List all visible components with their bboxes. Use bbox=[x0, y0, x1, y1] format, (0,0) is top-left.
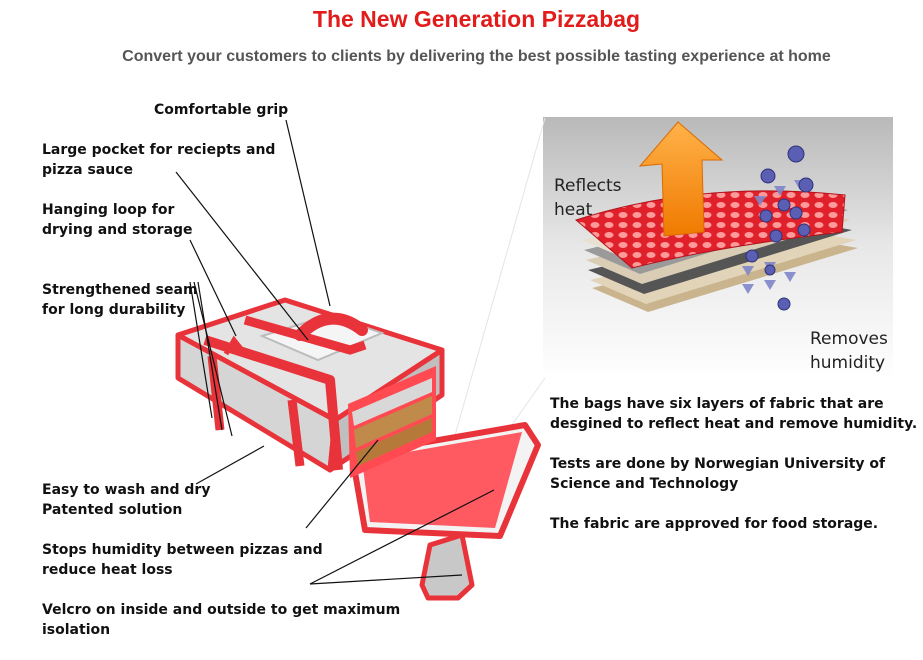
leader-line-grip bbox=[285, 119, 331, 307]
leader-line-wash bbox=[195, 445, 265, 485]
description-layers: The bags have six layers of fabric that … bbox=[550, 396, 918, 432]
leader-line-seam bbox=[197, 281, 223, 431]
description-food-approval: The fabric are approved for food storage… bbox=[550, 516, 879, 532]
leader-line-velcro bbox=[309, 489, 495, 585]
inset-removes-line1: Removes bbox=[810, 329, 888, 349]
callout-hanging-loop: Hanging loop for drying and storage bbox=[42, 202, 193, 238]
fabric-layers-inset: Reflects heat Removes humidity bbox=[543, 117, 893, 380]
callout-stops-humidity: Stops humidity between pizzas and reduce… bbox=[42, 542, 323, 578]
leader-line-humidity bbox=[305, 439, 379, 529]
zoom-guide-line bbox=[451, 117, 546, 447]
inset-reflects-line1: Reflects bbox=[554, 176, 622, 196]
page-subtitle: Convert your customers to clients by del… bbox=[122, 48, 831, 65]
leader-line-seam bbox=[189, 281, 213, 419]
leader-line-velcro bbox=[309, 574, 463, 585]
callout-strengthened-seam: Strengthened seam for long durability bbox=[42, 282, 198, 318]
pizzabag-drawing bbox=[175, 297, 541, 601]
inset-removes-line2: humidity bbox=[810, 353, 885, 373]
callout-velcro: Velcro on inside and outside to get maxi… bbox=[42, 602, 401, 638]
callout-large-pocket: Large pocket for reciepts and pizza sauc… bbox=[42, 142, 276, 178]
leader-line-pocket bbox=[175, 171, 309, 341]
page-title: The New Generation Pizzabag bbox=[312, 6, 641, 32]
callout-comfortable-grip: Comfortable grip bbox=[154, 102, 289, 118]
leader-line-loop bbox=[189, 239, 237, 337]
description-tests: Tests are done by Norwegian University o… bbox=[550, 456, 886, 492]
inset-reflects-line2: heat bbox=[554, 200, 593, 220]
callout-easy-wash: Easy to wash and dry Patented solution bbox=[42, 482, 211, 518]
leader-line-seam bbox=[193, 281, 233, 437]
